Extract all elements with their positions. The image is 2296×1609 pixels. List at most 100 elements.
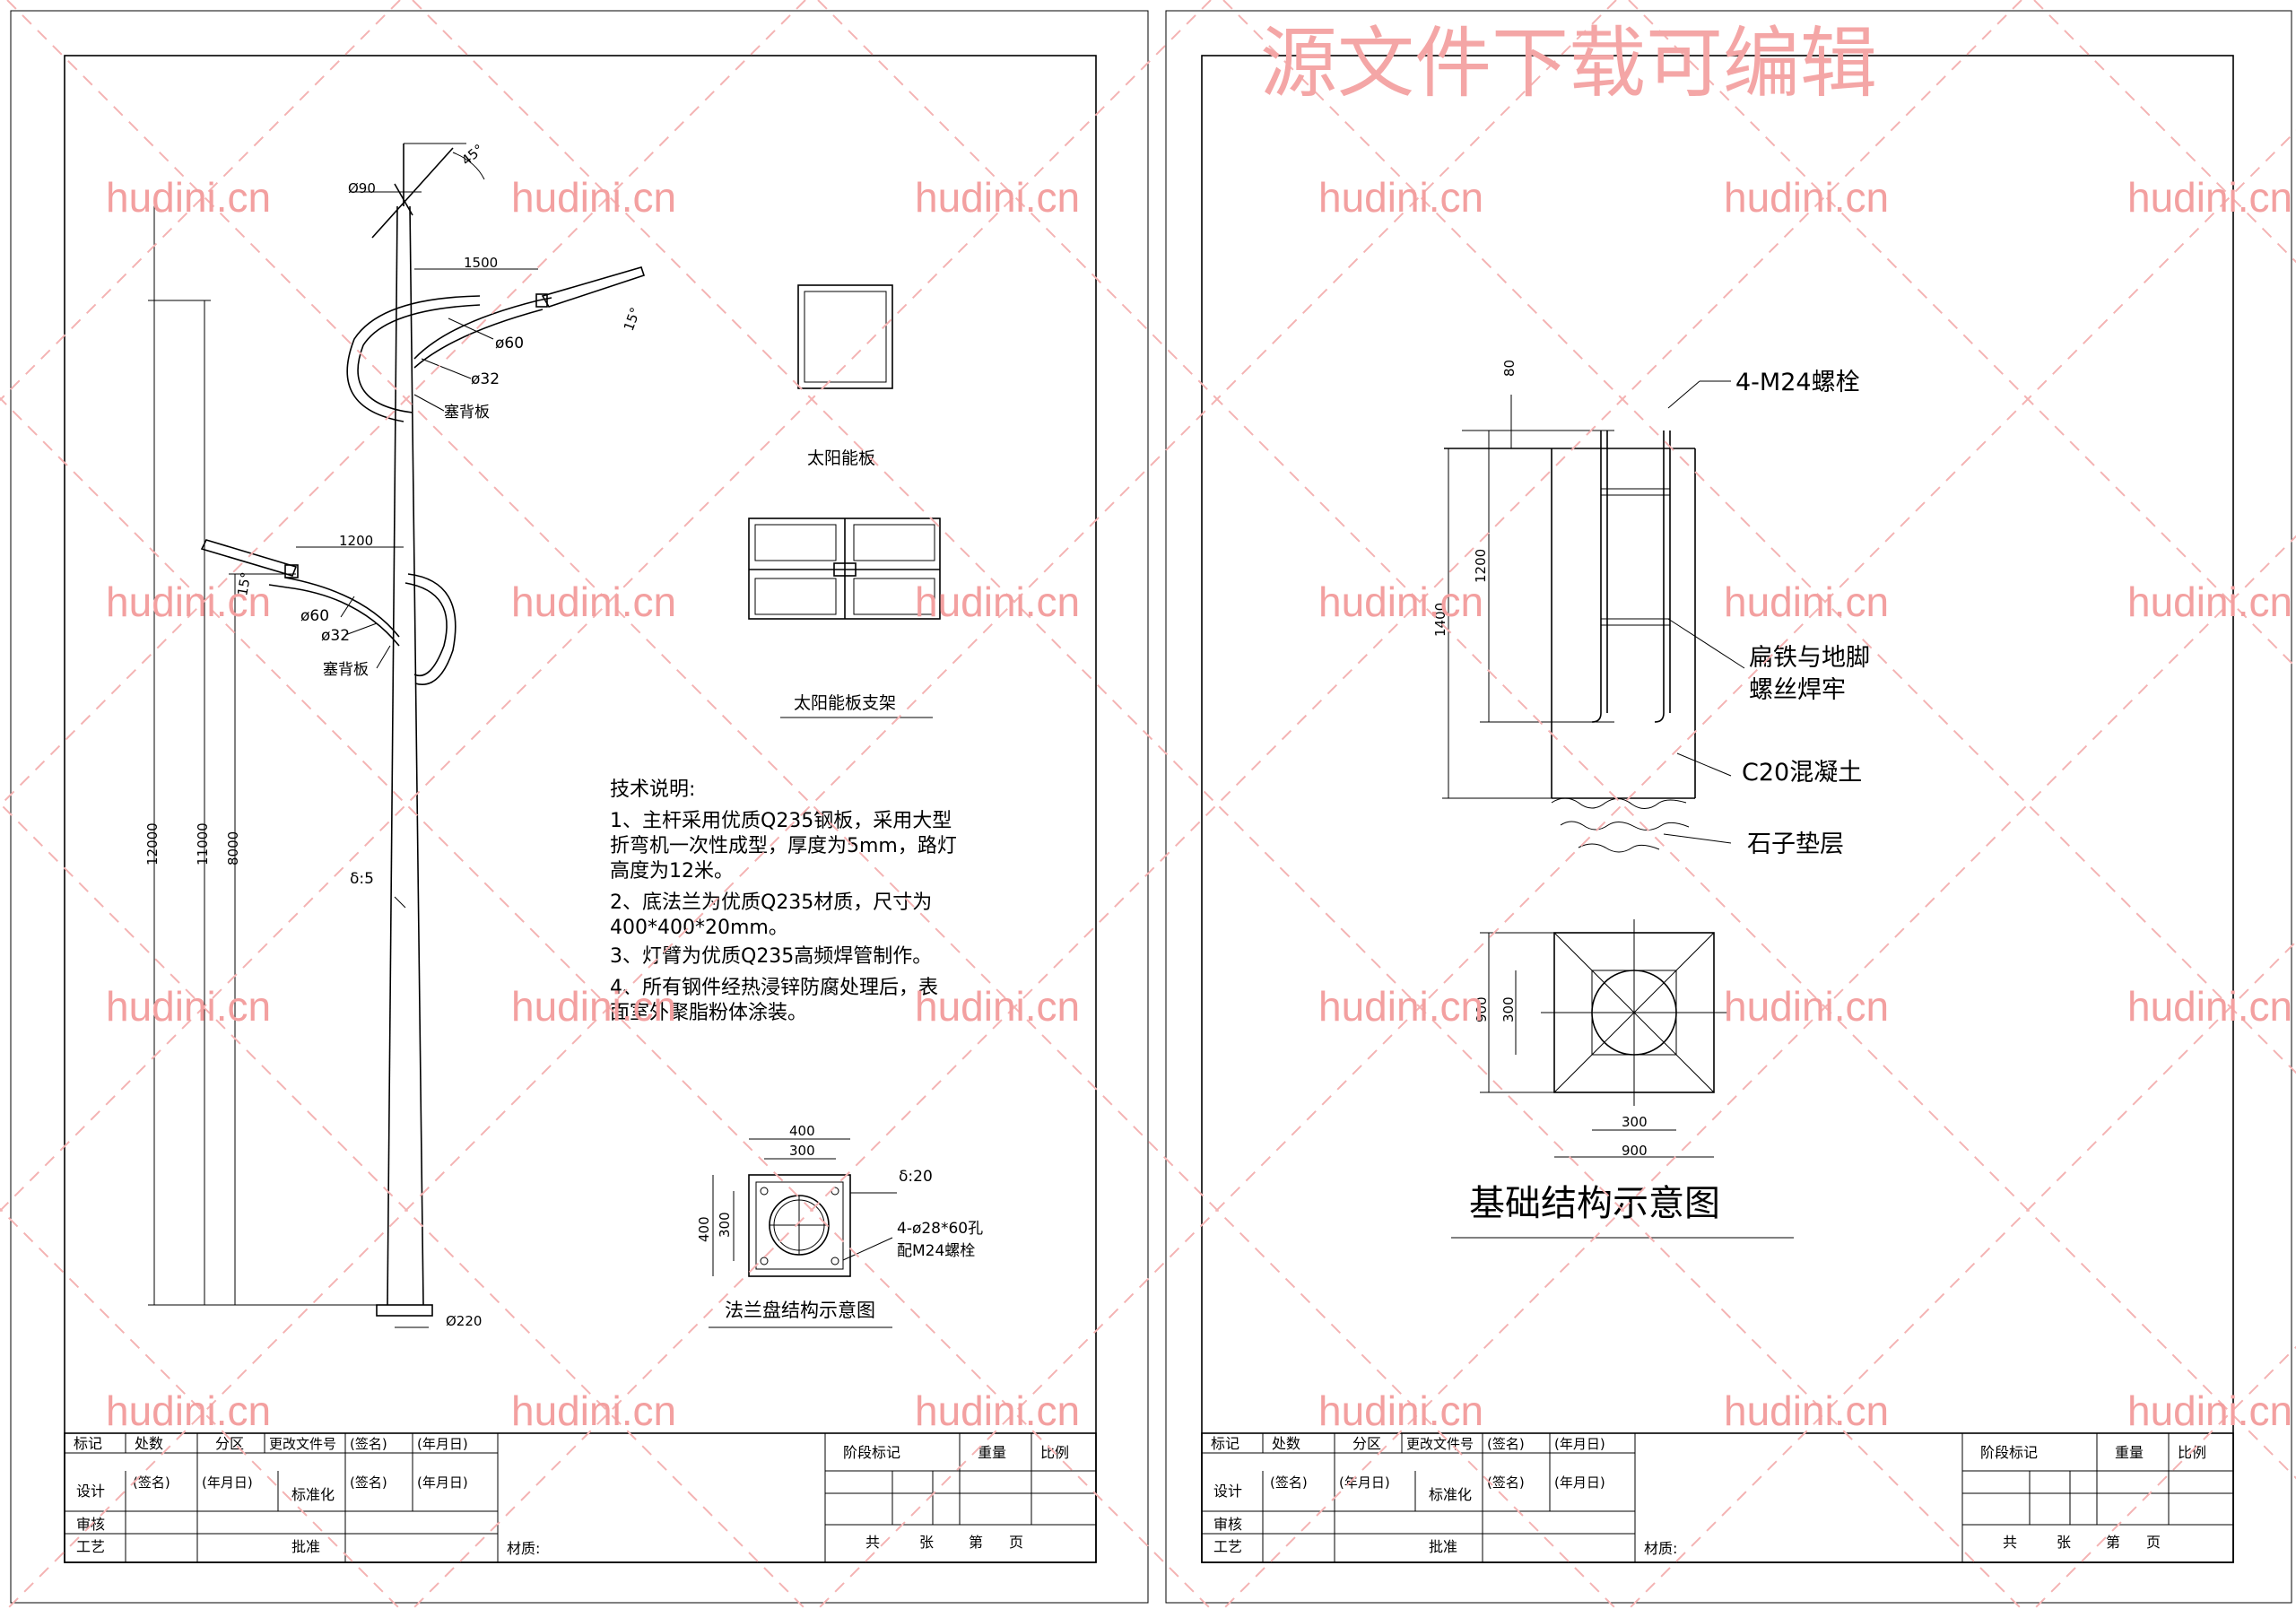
- tb2-material: 材质:: [1644, 1540, 1677, 1557]
- watermark-text: hudini.cn: [2127, 1387, 2292, 1434]
- dim-dia60a: ø60: [495, 335, 524, 352]
- flange-drawing: [712, 1138, 897, 1277]
- watermark-top: 源文件下载可编辑: [1260, 19, 1877, 109]
- notes-line: 4、所有钢件经热浸锌防腐处理后，表: [610, 977, 938, 999]
- dim-h11000: 11000: [195, 822, 211, 865]
- tb2-page: 页: [2146, 1534, 2161, 1551]
- solar-bracket-drawing: [748, 517, 941, 620]
- dim-dia60b: ø60: [300, 607, 329, 625]
- watermark-text: hudini.cn: [915, 578, 1080, 625]
- tb2-change-doc: 更改文件号: [1406, 1436, 1474, 1452]
- watermark-text: hudini.cn: [2127, 174, 2292, 221]
- label-back-plate-b: 塞背板: [323, 661, 369, 679]
- dim-dia32a: ø32: [471, 370, 500, 388]
- tb-date: (年月日): [417, 1436, 468, 1452]
- tb2-page-no: 第: [2106, 1534, 2120, 1551]
- tb2-design: 设计: [1213, 1483, 1242, 1500]
- tb-material: 材质:: [507, 1540, 540, 1557]
- watermark-text: hudini.cn: [2127, 578, 2292, 625]
- tb2-sheets: 张: [2057, 1534, 2071, 1551]
- tb2-sign: (签名): [1487, 1436, 1525, 1452]
- notes-line: 3、灯臂为优质Q235高频焊管制作。: [610, 945, 932, 968]
- dim-h12000: 12000: [144, 822, 161, 865]
- flange-w400: 400: [789, 1123, 815, 1139]
- notes-line: 400*400*20mm。: [610, 917, 788, 939]
- tb-stage: 阶段标记: [843, 1444, 900, 1461]
- tb2-zone: 分区: [1352, 1435, 1381, 1452]
- sheet1-inner-frame: [64, 55, 1097, 1563]
- tb-page-no: 第: [969, 1534, 983, 1551]
- solar-panel-label: 太阳能板: [807, 448, 875, 468]
- flange-title: 法兰盘结构示意图: [725, 1300, 875, 1321]
- tb-mark: 标记: [74, 1435, 102, 1452]
- flange-h400: 400: [696, 1216, 712, 1242]
- technical-notes: 技术说明: 1、主杆采用优质Q235钢板，采用大型 折弯机一次性成型，厚度为5m…: [610, 778, 957, 1024]
- watermark-text: hudini.cn: [511, 578, 676, 625]
- tb-zone: 分区: [215, 1435, 244, 1452]
- tb2-sign-3: (签名): [1487, 1474, 1525, 1491]
- tb2-scale: 比例: [2178, 1444, 2206, 1461]
- flange-holes: 4-ø28*60孔: [897, 1220, 983, 1238]
- tb-sign: (签名): [350, 1436, 387, 1452]
- watermark-text: hudini.cn: [511, 1387, 676, 1434]
- tb2-sign-2: (签名): [1270, 1474, 1308, 1491]
- tb2-total: 共: [2003, 1534, 2017, 1551]
- watermark-text: hudini.cn: [915, 174, 1080, 221]
- title-block-1: [64, 1432, 1097, 1563]
- flange-bolts: 配M24螺栓: [897, 1242, 975, 1260]
- sheet1-outer-frame: [10, 10, 1149, 1604]
- foundation-title: 基础结构示意图: [1469, 1183, 1720, 1224]
- bolt-label: 4-M24螺栓: [1735, 369, 1860, 396]
- watermark-repeat-group: hudini.cn hudini.cn hudini.cn hudini.cn hudi…: [106, 174, 2292, 1434]
- tb2-audit: 审核: [1213, 1516, 1242, 1533]
- notes-line: 折弯机一次性成型，厚度为5mm，路灯: [610, 835, 957, 857]
- dim-angle-15b: 15°: [234, 570, 254, 596]
- tb-date-3: (年月日): [417, 1474, 468, 1491]
- tb2-standard: 标准化: [1429, 1486, 1472, 1503]
- watermark-text: hudini.cn: [1318, 983, 1483, 1030]
- watermark-text: hudini.cn: [1318, 174, 1483, 221]
- flat-iron-line-1: 扁铁与地脚: [1749, 644, 1870, 672]
- pole-elevation: [148, 143, 646, 1328]
- watermark-text: hudini.cn: [915, 1387, 1080, 1434]
- flat-iron-line-2: 螺丝焊牢: [1749, 676, 1846, 704]
- watermark-text: hudini.cn: [915, 983, 1080, 1030]
- sheet2-inner-frame: [1201, 55, 2234, 1563]
- tb2-weight: 重量: [2115, 1444, 2144, 1461]
- watermark-text: hudini.cn: [106, 1387, 271, 1434]
- pole-dimension-labels: Ø90 45° 1500 15° ø60 ø32 塞背板 1200 15° ø6…: [144, 141, 644, 1329]
- watermark-text: hudini.cn: [106, 578, 271, 625]
- dim-h8000: 8000: [225, 831, 241, 865]
- solar-bracket-label: 太阳能板支架: [794, 693, 896, 713]
- tb-sign-3: (签名): [350, 1474, 387, 1491]
- watermark-text: hudini.cn: [2127, 983, 2292, 1030]
- plan-h300: 300: [1500, 996, 1517, 1022]
- watermark-text: hudini.cn: [106, 983, 271, 1030]
- label-back-plate-a: 塞背板: [444, 404, 490, 422]
- tb-page: 页: [1009, 1534, 1023, 1551]
- flange-thickness: δ:20: [899, 1168, 933, 1186]
- tb2-stage: 阶段标记: [1980, 1444, 2038, 1461]
- tb2-approve: 批准: [1429, 1538, 1457, 1555]
- dim-80: 80: [1501, 360, 1518, 377]
- tb-design: 设计: [76, 1483, 105, 1500]
- tb2-mark: 标记: [1211, 1435, 1239, 1452]
- dim-thickness: δ:5: [350, 870, 374, 888]
- solar-panel-drawing: [797, 284, 893, 389]
- dim-arm-upper: 1500: [464, 255, 498, 271]
- tb-approve: 批准: [291, 1538, 320, 1555]
- tb-craft: 工艺: [76, 1538, 105, 1555]
- foundation-labels: 4-M24螺栓 80 1200 1400 扁铁与地脚 螺丝焊牢 C20混凝土 石…: [1432, 360, 1870, 858]
- tb2-date: (年月日): [1554, 1436, 1605, 1452]
- gravel-label: 石子垫层: [1747, 831, 1844, 858]
- dim-1200: 1200: [1473, 549, 1489, 583]
- tb-change-doc: 更改文件号: [269, 1436, 336, 1452]
- tb2-craft: 工艺: [1213, 1538, 1242, 1555]
- watermark-text: hudini.cn: [1724, 174, 1889, 221]
- tb2-date-2: (年月日): [1339, 1474, 1390, 1491]
- notes-line: 高度为12米。: [610, 860, 734, 883]
- foundation-plan-labels: 900 300 300 900: [1474, 996, 1648, 1159]
- notes-line: 1、主杆采用优质Q235钢板，采用大型: [610, 810, 952, 832]
